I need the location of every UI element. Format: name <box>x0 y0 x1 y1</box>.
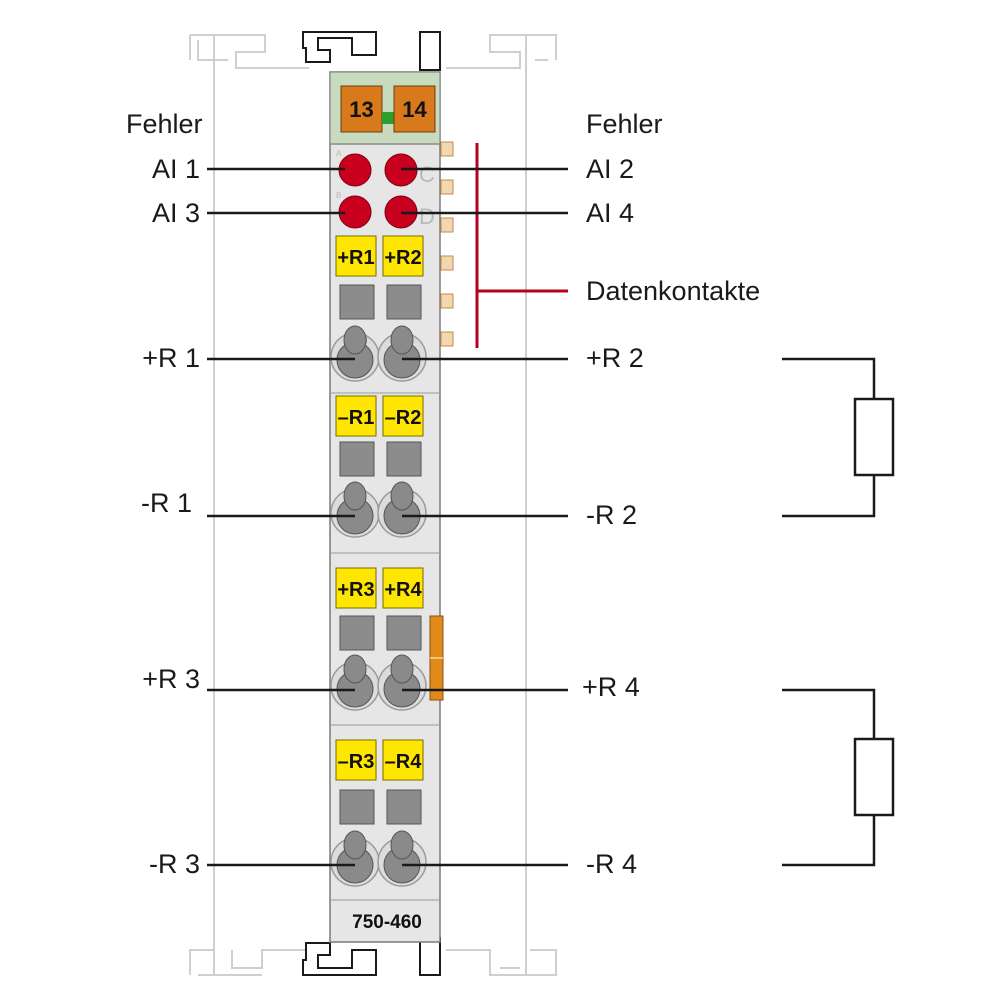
led-letter-b: B <box>336 191 341 200</box>
led-letter-c: C <box>419 162 435 187</box>
release-slot-plus-r4[interactable] <box>386 615 422 651</box>
label-plus-r2: +R 2 <box>586 343 644 373</box>
terminal-tag-plus-r1: +R1 <box>337 247 374 269</box>
label-plus-r3: +R 3 <box>142 664 200 694</box>
model-number: 750-460 <box>352 912 422 933</box>
led-letter-d: D <box>419 204 435 229</box>
terminal-group-minus-r3-r4: –R3 –R4 <box>335 739 424 825</box>
resistor-symbol-2 <box>782 688 895 867</box>
release-slot-minus-r1[interactable] <box>339 441 375 477</box>
release-slot-plus-r1[interactable] <box>339 284 375 320</box>
release-slot-minus-r2[interactable] <box>386 441 422 477</box>
label-fehler-right: Fehler <box>586 109 663 139</box>
terminal-tag-plus-r4: +R4 <box>384 579 422 601</box>
label-minus-r3: -R 3 <box>149 849 200 879</box>
label-fehler-left: Fehler <box>126 109 203 139</box>
din-rail-outline <box>189 34 557 976</box>
label-plus-r1: +R 1 <box>142 343 200 373</box>
terminal-group-plus-r1-r2: +R1 +R2 <box>335 235 424 320</box>
data-contacts-bracket <box>475 143 568 348</box>
terminal-tag-minus-r2: –R2 <box>385 407 422 429</box>
label-ai1: AI 1 <box>152 154 200 184</box>
terminal-group-plus-r3-r4: +R3 +R4 <box>335 567 424 651</box>
data-contacts <box>440 141 454 347</box>
label-datenkontakte: Datenkontakte <box>586 276 760 306</box>
terminal-tag-minus-r1: –R1 <box>338 407 375 429</box>
terminal-tag-minus-r3: –R3 <box>338 751 375 773</box>
clamp-minus-r3[interactable] <box>330 830 380 887</box>
release-slot-minus-r3[interactable] <box>339 789 375 825</box>
label-ai2: AI 2 <box>586 154 634 184</box>
power-contact-14: 14 <box>402 97 427 122</box>
led-letter-a: A <box>336 149 342 158</box>
label-plus-r4: +R 4 <box>582 672 640 702</box>
power-contact-13: 13 <box>349 97 373 122</box>
connection-wires <box>207 167 568 867</box>
label-ai3: AI 3 <box>152 198 200 228</box>
terminal-tag-minus-r4: –R4 <box>385 751 423 773</box>
label-minus-r1: -R 1 <box>141 488 192 518</box>
release-slot-minus-r4[interactable] <box>386 789 422 825</box>
label-minus-r4: -R 4 <box>586 849 637 879</box>
power-contacts: 13 14 <box>340 85 436 133</box>
terminal-tag-plus-r3: +R3 <box>337 579 374 601</box>
label-ai4: AI 4 <box>586 198 634 228</box>
release-slot-plus-r2[interactable] <box>386 284 422 320</box>
release-slot-plus-r3[interactable] <box>339 615 375 651</box>
terminal-group-minus-r1-r2: –R1 –R2 <box>335 395 424 477</box>
clamp-minus-r4[interactable] <box>377 830 427 887</box>
resistor-symbol-1 <box>782 357 895 518</box>
terminal-tag-plus-r2: +R2 <box>384 247 421 269</box>
label-minus-r2: -R 2 <box>586 500 637 530</box>
